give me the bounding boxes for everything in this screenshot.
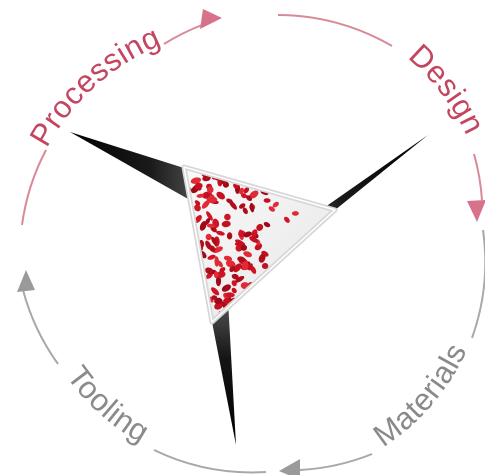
center-pellets-image (173, 161, 335, 328)
arc-right (474, 154, 482, 200)
pellet (183, 237, 191, 245)
pellet (188, 282, 197, 291)
stage-label-materials: Materials (367, 338, 474, 454)
pellet (220, 166, 230, 175)
pellet (237, 317, 244, 324)
pellet (214, 164, 224, 174)
pellet (185, 252, 195, 262)
pellet (182, 213, 188, 222)
pellet (182, 212, 191, 220)
pellet (178, 236, 186, 245)
arrowhead-top-icon (200, 9, 222, 29)
arc-top-right (278, 15, 392, 46)
arc-top (164, 25, 202, 44)
pellet (193, 312, 200, 322)
stage-label-processing: Processing (23, 19, 166, 152)
pellet (173, 259, 182, 269)
pellet (185, 276, 193, 286)
pellet (175, 241, 187, 251)
pellet (186, 250, 193, 258)
arc-right-lower (472, 230, 485, 338)
pellet (190, 268, 200, 280)
pellet (175, 230, 186, 242)
pellet (181, 300, 189, 306)
pellet (177, 314, 188, 322)
pellet (196, 292, 206, 302)
pellet (182, 251, 194, 261)
pellet (182, 276, 189, 284)
pellet (173, 265, 183, 274)
pellet (181, 213, 187, 222)
pellet (236, 315, 245, 324)
stage-label-tooling: Tooling (60, 359, 155, 449)
arrowhead-bottom-icon (279, 459, 300, 475)
pellet (178, 319, 186, 326)
arc-left-lower (23, 290, 58, 364)
pellet (197, 317, 207, 324)
pellet (185, 243, 196, 249)
arc-bottom-left (154, 450, 266, 472)
pellet (250, 309, 257, 315)
arrowhead-right-icon (467, 200, 485, 222)
pellet (292, 188, 299, 196)
arc-bottom (300, 454, 372, 470)
pellet (243, 307, 251, 314)
pellet (250, 292, 257, 296)
pellet (187, 289, 196, 299)
arrowhead-left-icon (17, 270, 35, 292)
pellet (246, 321, 255, 328)
pellet (181, 269, 190, 278)
arc-left (22, 150, 46, 225)
pellet (179, 262, 187, 268)
pellet (180, 235, 187, 244)
stage-label-design: Design (402, 37, 485, 139)
pellet (260, 295, 268, 304)
pellet (290, 186, 296, 194)
pellet (185, 258, 192, 263)
